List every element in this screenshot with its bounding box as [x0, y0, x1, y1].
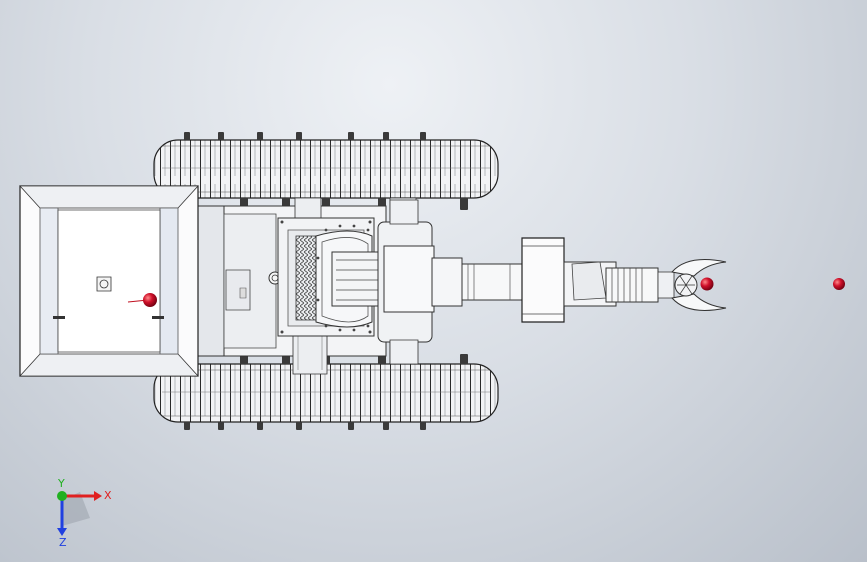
x-axis-label: X	[104, 489, 112, 502]
shoulder-joint[interactable]	[332, 200, 434, 364]
z-axis-label: Z	[59, 536, 67, 548]
rear-cargo-box[interactable]	[20, 186, 198, 376]
y-axis-arrow	[57, 491, 67, 501]
upper-arm[interactable]	[432, 258, 522, 306]
y-axis-label: Y	[57, 478, 65, 490]
coordinate-triad: X Y Z	[40, 477, 130, 549]
forearm[interactable]	[564, 262, 674, 306]
gripper-marker[interactable]	[700, 277, 714, 291]
target-markers[interactable]	[143, 277, 845, 308]
rear-marker[interactable]	[143, 293, 157, 307]
target-point-marker[interactable]	[833, 278, 845, 290]
top-track[interactable]	[154, 132, 498, 214]
gripper[interactable]	[672, 260, 726, 311]
bottom-track[interactable]	[154, 350, 498, 430]
elbow-housing[interactable]	[522, 238, 564, 322]
